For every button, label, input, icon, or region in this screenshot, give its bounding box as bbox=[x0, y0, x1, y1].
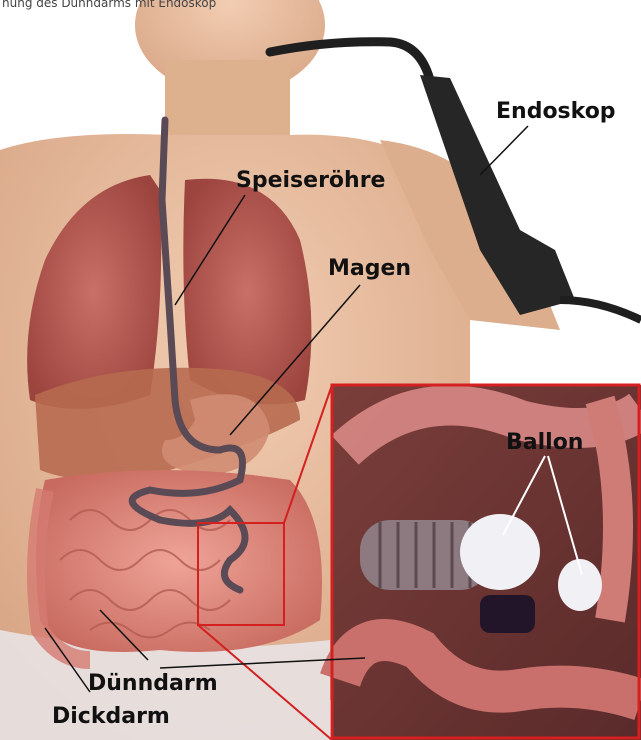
endoscope-cable bbox=[560, 300, 641, 320]
label-speiseroehre: Speiseröhre bbox=[236, 170, 385, 192]
label-magen: Magen bbox=[328, 258, 411, 280]
label-endoskop: Endoskop bbox=[496, 101, 616, 123]
endoskop-leader bbox=[480, 126, 528, 175]
balloon-1 bbox=[460, 514, 540, 590]
top-caption: nung des Dünndarms mit Endoskop bbox=[2, 0, 216, 10]
label-ballon: Ballon bbox=[506, 432, 583, 454]
label-duenndarm: Dünndarm bbox=[88, 673, 218, 695]
inset-closeup bbox=[332, 385, 641, 740]
inset-right-loop bbox=[600, 400, 618, 620]
label-dickdarm: Dickdarm bbox=[52, 706, 170, 728]
scope-tip bbox=[480, 595, 535, 633]
